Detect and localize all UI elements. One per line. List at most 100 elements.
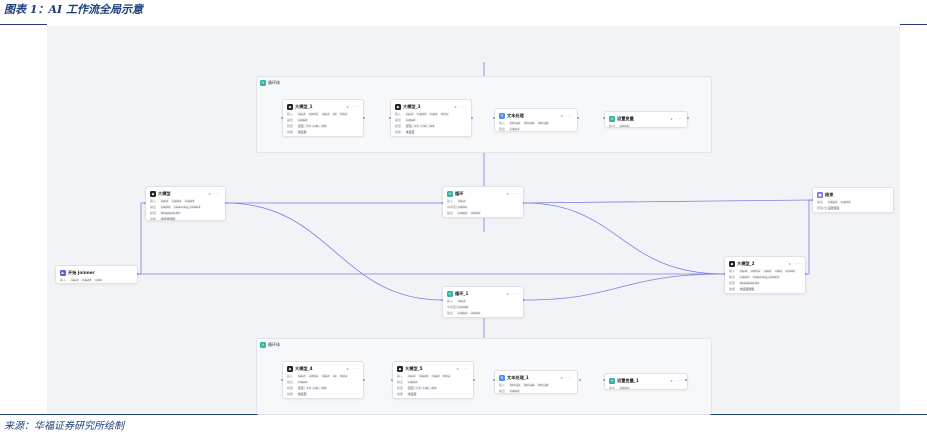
node-actions-icon[interactable]: ▸ ··· (346, 366, 359, 371)
port-dot[interactable] (441, 299, 443, 301)
port-dot[interactable] (577, 117, 579, 119)
node-actions-icon[interactable]: ▸ ··· (670, 378, 683, 383)
port-dot[interactable] (603, 117, 605, 119)
node-title: 大模型_2 (737, 260, 755, 266)
row-label: 输入 (397, 373, 404, 378)
node-row: 模型豆包 · 1.5 · Lite · 32k (397, 385, 469, 390)
node-actions-icon[interactable]: ▸ ··· (506, 291, 519, 296)
port-dot[interactable] (805, 273, 807, 275)
row-label: 模型 (395, 123, 402, 128)
figure-title: 图表 1：AI 工作流全局示意 (4, 3, 143, 16)
row-label: 技能 (287, 391, 294, 396)
chip: input2 (171, 198, 183, 203)
row-label: 回答内容 (817, 205, 830, 210)
node-actions-icon[interactable]: ▸ ··· (346, 104, 359, 109)
row-label: 输出 (395, 117, 402, 122)
port-dot[interactable] (471, 117, 473, 119)
node-actions-icon[interactable]: ▸ ··· (454, 104, 467, 109)
chip: output (405, 117, 417, 122)
node-actions-icon[interactable]: ▸ ··· (560, 375, 573, 380)
port-dot[interactable] (281, 379, 283, 381)
port-dot[interactable] (441, 202, 443, 204)
row-label: 输入 (499, 120, 506, 125)
port-dot[interactable] (493, 379, 495, 381)
port-dot[interactable] (225, 202, 227, 204)
edge-start-llm (138, 202, 145, 275)
node-title: 开始 Joinner (68, 269, 95, 275)
node-header: ◆大模型_5▸ ··· (397, 365, 469, 372)
port-dot[interactable] (363, 117, 365, 119)
port-dot[interactable] (579, 379, 581, 381)
node-title: 大模型_3 (403, 103, 421, 109)
edge-loop-end (523, 199, 813, 204)
port-dot[interactable] (281, 117, 283, 119)
start-node[interactable]: ▶ 开始 Joinner 输入 input input3 note (55, 265, 138, 284)
port-dot[interactable] (603, 379, 605, 381)
node-title: 结束 (825, 191, 834, 197)
llm-icon: ◆ (395, 103, 401, 110)
node-row: 技能未设置 (287, 391, 359, 396)
node-title: 大模型_1 (295, 103, 313, 109)
port-dot[interactable] (523, 299, 525, 301)
chip: String1 (509, 120, 522, 125)
port-dot[interactable] (523, 202, 525, 204)
port-dot[interactable] (723, 273, 725, 275)
row-label: 模型 (150, 210, 157, 215)
chip: input (405, 111, 415, 116)
chip: String3 (537, 120, 550, 125)
node-actions-icon[interactable]: ▸ ··· (506, 191, 519, 196)
node-actions-icon[interactable]: ▸ ··· (788, 261, 801, 266)
port-dot[interactable] (473, 379, 475, 381)
row-label: 输出 (287, 379, 294, 384)
port-dot[interactable] (144, 202, 146, 204)
chip: input (762, 268, 773, 273)
edge-llm2-end (806, 199, 812, 275)
row-label: 技能 (397, 391, 404, 396)
chip: output (297, 117, 309, 122)
node-actions-icon[interactable]: ▸ ··· (456, 366, 469, 371)
node-title: 循环_1 (455, 290, 469, 296)
chip: output (827, 199, 839, 204)
node-row: 技能未设置 (397, 391, 469, 396)
port-dot[interactable] (389, 117, 391, 119)
port-dot[interactable] (811, 199, 813, 201)
port-dot[interactable] (687, 117, 689, 119)
chip: all (332, 373, 338, 378)
port-dot[interactable] (493, 117, 495, 119)
port-dot[interactable] (391, 379, 393, 381)
row-label: 模型 (397, 385, 404, 390)
port-dot[interactable] (685, 379, 687, 381)
chip: output (509, 388, 521, 393)
port-dot[interactable] (137, 273, 139, 275)
node-actions-icon[interactable]: ▸ ··· (208, 191, 221, 196)
chip: input (739, 268, 749, 273)
edge-loop-llm2 (523, 202, 725, 275)
chip: reasoning_content (752, 274, 781, 279)
chip: output (407, 379, 419, 384)
node-actions-icon[interactable]: ▸ ··· (560, 113, 573, 118)
port-dot[interactable] (363, 379, 365, 381)
node-actions-icon[interactable]: ▸ ··· (670, 116, 683, 121)
node-title: 文本处理 (507, 112, 524, 118)
